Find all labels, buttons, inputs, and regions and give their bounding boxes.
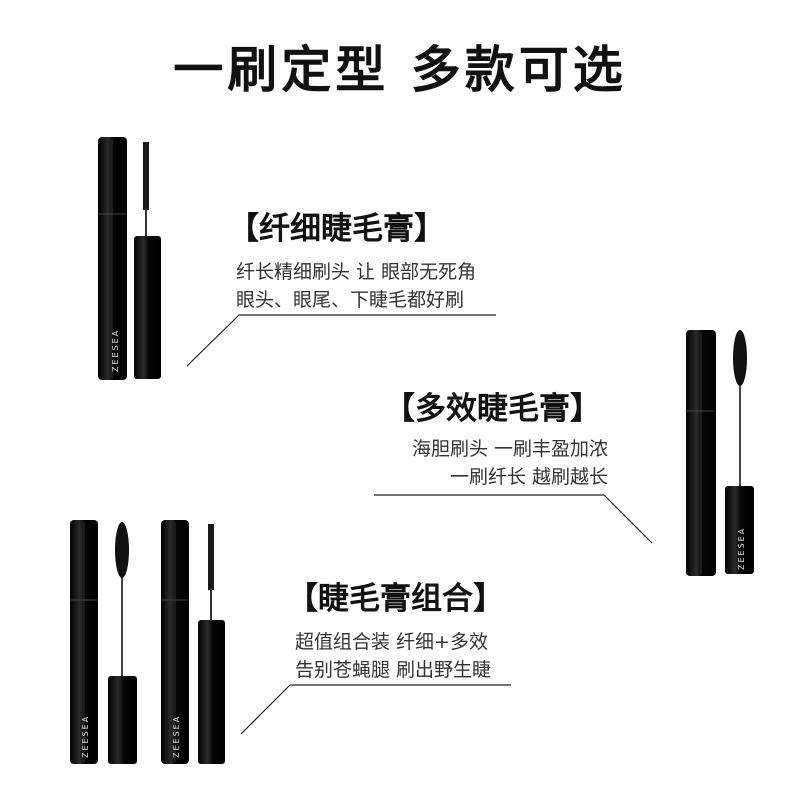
product-1-desc-line-1: 纤长精细刷头 让 眼部无死角: [236, 261, 477, 283]
product-1-heading: 【纤细睫毛膏】: [228, 211, 445, 247]
thin-mascara-tube: ZEESEA: [98, 137, 127, 380]
svg-text:ZEESEA: ZEESEA: [172, 715, 181, 758]
combo-icon: ZEESEA ZEESEA: [70, 520, 225, 764]
volume-mascara-tube: [686, 330, 716, 576]
svg-text:ZEESEA: ZEESEA: [81, 715, 90, 758]
product-2-desc-line-2: 一刷纤长 越刷越长: [449, 466, 608, 488]
volume-brush-icon: ZEESEA: [725, 330, 754, 574]
product-1-desc-line-2: 眼头、眼尾、下睫毛都好刷: [236, 289, 465, 311]
svg-text:ZEESEA: ZEESEA: [111, 329, 120, 372]
fine-brush-icon: [134, 142, 161, 379]
connector-line-2b: [603, 494, 653, 544]
product-2-desc-line-1: 海胆刷头 一刷丰盈加浓: [411, 438, 608, 460]
product-3-desc-line-1: 超值组合装 纤细+多效: [295, 631, 488, 653]
product-3-heading: 【睫毛膏组合】: [287, 581, 504, 617]
svg-text:ZEESEA: ZEESEA: [737, 527, 746, 570]
page-title: 一刷定型 多款可选: [173, 41, 627, 99]
connector-line-3: [240, 684, 291, 735]
product-2-heading: 【多效睫毛膏】: [384, 391, 601, 427]
connector-line-1: [186, 314, 240, 367]
product-3-desc-line-2: 告别苍蝇腿 刷出野生睫: [295, 659, 492, 681]
